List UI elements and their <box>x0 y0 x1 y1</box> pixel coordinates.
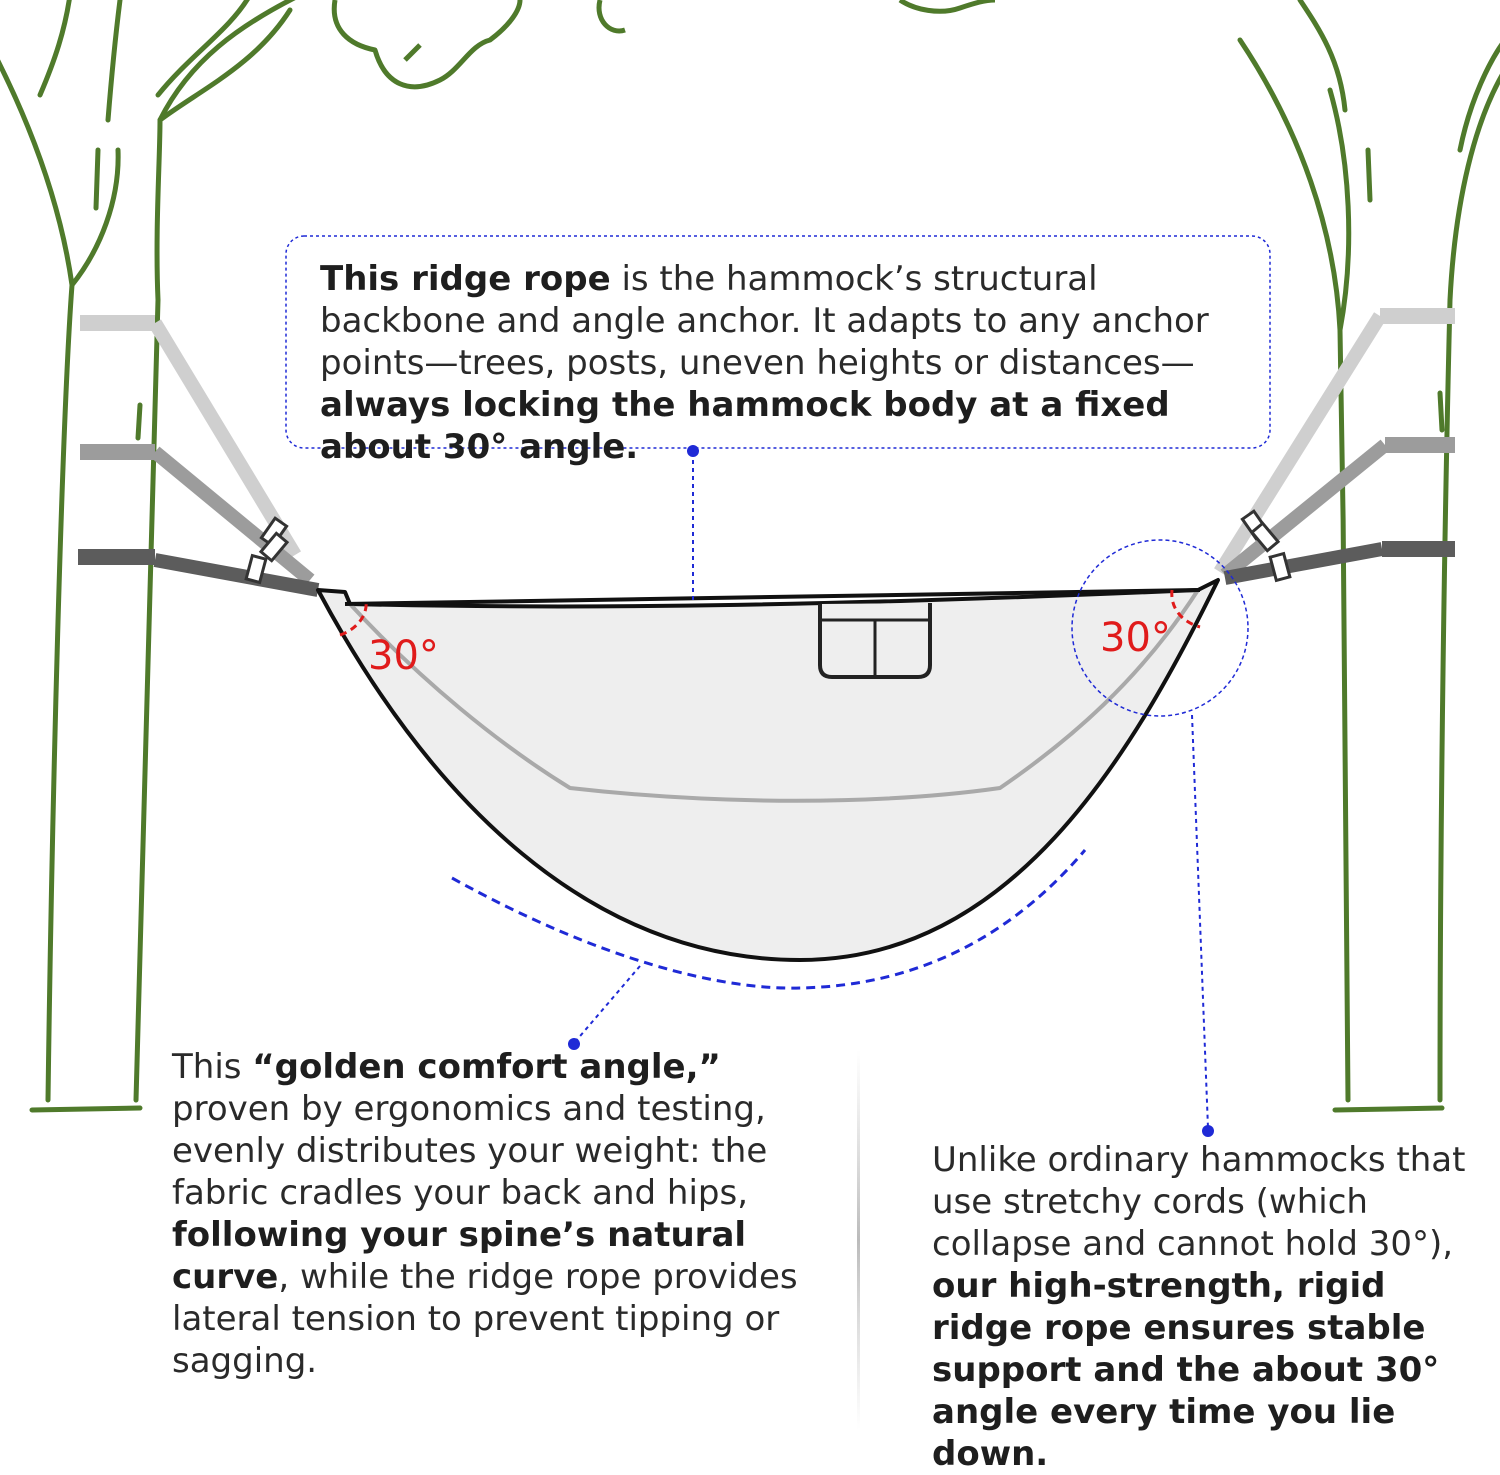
hammock-body <box>316 578 1220 962</box>
callout-rigid-rope: Unlike ordinary hammocks that use stretc… <box>932 1139 1472 1475</box>
divider <box>857 1050 860 1430</box>
callout-top-segment: always locking the hammock body at a fix… <box>320 385 1170 467</box>
left-straps <box>78 315 320 597</box>
annotations <box>285 235 1271 1129</box>
callout-left-segment: This <box>172 1047 253 1087</box>
right-tree <box>1237 0 1500 1113</box>
ridgeline-pocket <box>818 603 932 679</box>
callout-top-segment: This ridge rope <box>320 259 611 299</box>
right-straps <box>1214 308 1455 585</box>
callout-left-segment: , while the ridge rope provides lateral … <box>172 1257 798 1381</box>
callout-right-segment: our high-strength, rigid ridge rope ensu… <box>932 1266 1440 1474</box>
callout-comfort-angle: This “golden comfort angle,” proven by e… <box>172 1046 812 1382</box>
callout-left-segment: proven by ergonomics and testing, evenly… <box>172 1089 768 1213</box>
leaves-canopy <box>331 0 996 90</box>
left-tree <box>0 0 296 1113</box>
angle-markers <box>339 589 1201 637</box>
callout-left-segment: “golden comfort angle,” <box>252 1047 721 1087</box>
angle-label-right: 30° <box>1100 615 1171 661</box>
annotation-dots <box>568 445 1214 1137</box>
callout-left-segment: following your spine’s natural curve <box>172 1215 747 1297</box>
illustration <box>0 0 1500 1430</box>
callout-ridge-rope: This ridge rope is the hammock’s structu… <box>320 258 1260 468</box>
angle-label-left: 30° <box>368 633 439 679</box>
callout-top-segment: is the hammock’s structural backbone and… <box>320 259 1209 383</box>
callout-right-segment: Unlike ordinary hammocks that use stretc… <box>932 1140 1466 1264</box>
